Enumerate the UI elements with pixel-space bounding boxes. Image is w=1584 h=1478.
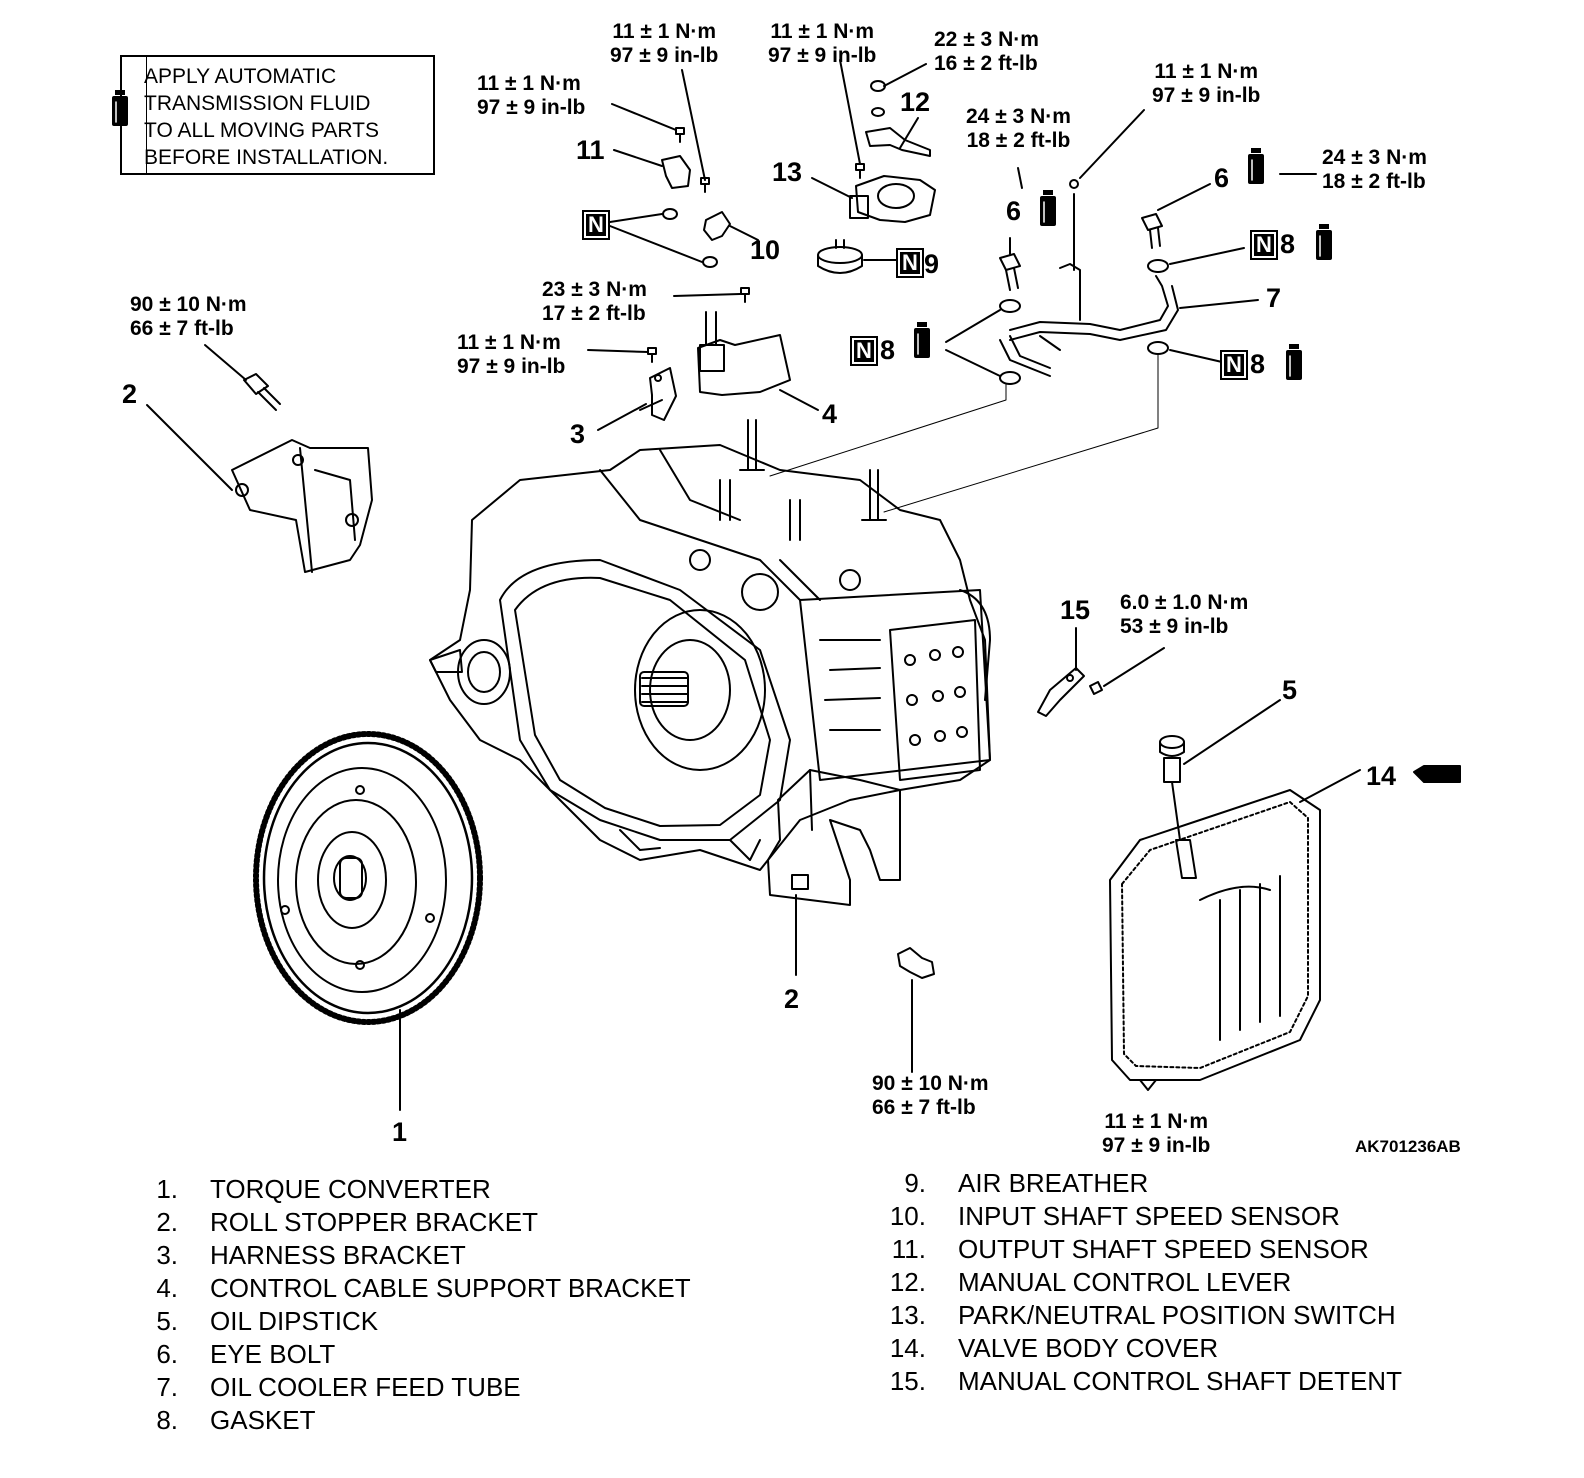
torque-converter-drawing xyxy=(253,731,483,1111)
callout-2-upper: 2 xyxy=(122,379,138,409)
callout-2-lower: 2 xyxy=(784,984,800,1014)
n-mark-breather: N xyxy=(896,248,924,278)
legend-item: 9.AIR BREATHER xyxy=(904,1168,1149,1198)
eye-bolt-right-drawing xyxy=(1141,183,1211,249)
input-shaft-speed-sensor-drawing xyxy=(681,69,759,241)
control-cable-support-bracket-drawing xyxy=(673,287,819,411)
callout-15: 15 xyxy=(1060,595,1091,625)
output-shaft-speed-sensor-drawing xyxy=(611,103,691,189)
fluid-can-icon xyxy=(1315,223,1333,261)
fluid-can-icon xyxy=(1247,147,1265,185)
park-neutral-switch-drawing xyxy=(811,59,936,223)
oil-cooler-feed-tube-drawing xyxy=(999,109,1259,377)
legend-item: 8.GASKET xyxy=(156,1405,316,1435)
callout-6-right: 6 xyxy=(1214,163,1230,193)
fluid-can-icon xyxy=(913,321,931,359)
harness-bracket-drawing xyxy=(587,347,677,431)
transmission-case-drawing xyxy=(429,419,991,871)
callout-5: 5 xyxy=(1282,675,1298,705)
valve-body-cover-drawing xyxy=(1109,765,1461,1091)
drain-plug-drawing xyxy=(897,947,935,1073)
manual-control-shaft-detent-drawing xyxy=(1037,627,1165,717)
legend-item: 3.HARNESS BRACKET xyxy=(156,1240,466,1270)
roll-stopper-bracket-lower xyxy=(767,769,901,976)
legend-item: 6.EYE BOLT xyxy=(156,1339,336,1369)
n-mark-gasket-left: N xyxy=(850,336,878,366)
note-bar xyxy=(122,57,147,173)
legend-item: 7.OIL COOLER FEED TUBE xyxy=(156,1372,521,1402)
manual-control-lever-drawing xyxy=(865,63,931,157)
callout-9: 9 xyxy=(924,249,940,279)
bolt-drawing xyxy=(204,344,281,411)
legend-left: 1.TORQUE CONVERTER 2.ROLL STOPPER BRACKE… xyxy=(120,1173,691,1437)
instruction-note-box: APPLY AUTOMATIC TRANSMISSION FLUID TO AL… xyxy=(120,55,435,175)
callout-13: 13 xyxy=(772,157,803,187)
eye-bolt-left-drawing xyxy=(999,237,1021,291)
n-mark-gasket-upper: N xyxy=(1250,230,1278,260)
callout-4: 4 xyxy=(822,399,838,429)
callout-3: 3 xyxy=(570,419,586,449)
legend-item: 15.MANUAL CONTROL SHAFT DETENT xyxy=(889,1366,1402,1396)
instruction-note-text: APPLY AUTOMATIC TRANSMISSION FLUID TO AL… xyxy=(144,65,389,169)
gasket-drawing xyxy=(945,247,1245,385)
n-mark-gasket-lower: N xyxy=(1220,350,1248,380)
legend-item: 14.VALVE BODY COVER xyxy=(889,1333,1219,1363)
legend-item: 11.OUTPUT SHAFT SPEED SENSOR xyxy=(891,1234,1369,1264)
legend-item: 10.INPUT SHAFT SPEED SENSOR xyxy=(889,1201,1340,1231)
callout-8-lower: 8 xyxy=(1250,349,1266,379)
gasket-leader-lines xyxy=(769,353,1159,513)
figure-code: AK701236AB xyxy=(1355,1137,1461,1156)
callout-8-upper: 8 xyxy=(1280,229,1296,259)
callout-8-left: 8 xyxy=(880,335,896,365)
callout-6-left: 6 xyxy=(1006,196,1022,226)
callout-14: 14 xyxy=(1366,761,1397,791)
oil-dipstick-drawing xyxy=(1159,699,1281,879)
legend-item: 1.TORQUE CONVERTER xyxy=(156,1174,491,1204)
callout-1: 1 xyxy=(392,1117,408,1147)
legend-item: 4.CONTROL CABLE SUPPORT BRACKET xyxy=(156,1273,691,1303)
air-breather-drawing xyxy=(817,239,897,274)
legend-item: 13.PARK/NEUTRAL POSITION SWITCH xyxy=(889,1300,1396,1330)
callout-11: 11 xyxy=(576,135,605,165)
transmission-exploded-diagram xyxy=(111,59,1461,1111)
legend-item: 5.OIL DIPSTICK xyxy=(156,1306,379,1336)
callout-10: 10 xyxy=(750,235,781,265)
legend-item: 2.ROLL STOPPER BRACKET xyxy=(156,1207,538,1237)
fluid-can-icon xyxy=(1039,189,1057,227)
callout-12: 12 xyxy=(900,87,931,117)
n-mark-sensor: N xyxy=(582,210,610,240)
o-ring-drawing xyxy=(609,208,718,268)
roll-stopper-bracket-upper xyxy=(146,404,373,573)
legend-right: 9.AIR BREATHER 10.INPUT SHAFT SPEED SENS… xyxy=(868,1167,1402,1398)
callout-7: 7 xyxy=(1266,283,1282,313)
legend-item: 12.MANUAL CONTROL LEVER xyxy=(889,1267,1292,1297)
fluid-can-icon xyxy=(1285,343,1303,381)
